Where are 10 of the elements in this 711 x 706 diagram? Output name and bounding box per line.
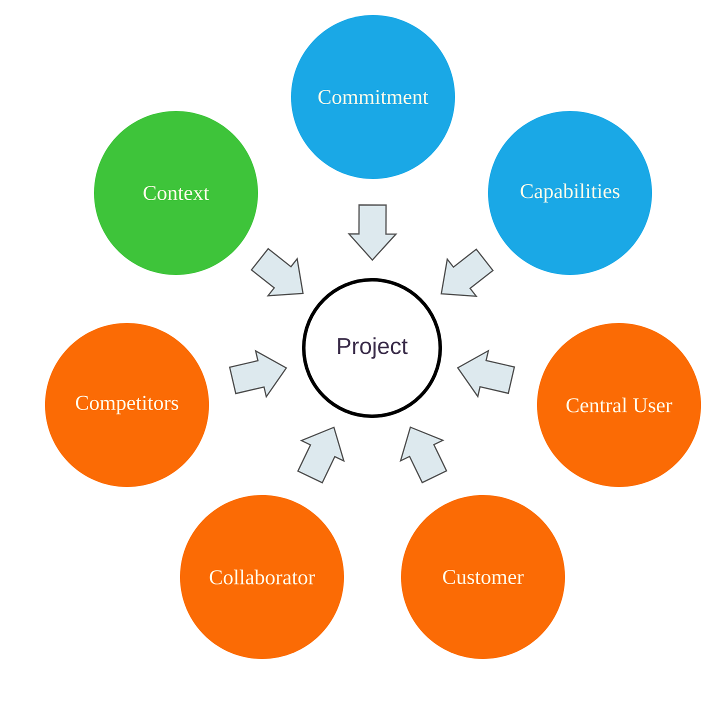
circle-node: Capabilities (488, 111, 652, 275)
circle-node: Collaborator (180, 495, 344, 659)
circle-node: Competitors (45, 323, 209, 487)
circle-node: Customer (401, 495, 565, 659)
block-arrow (456, 349, 516, 398)
circle-node: Commitment (291, 15, 455, 179)
circle-node: Central User (537, 323, 702, 487)
block-arrow (400, 426, 448, 484)
circle-node: Context (94, 111, 258, 275)
block-arrow (348, 204, 398, 261)
